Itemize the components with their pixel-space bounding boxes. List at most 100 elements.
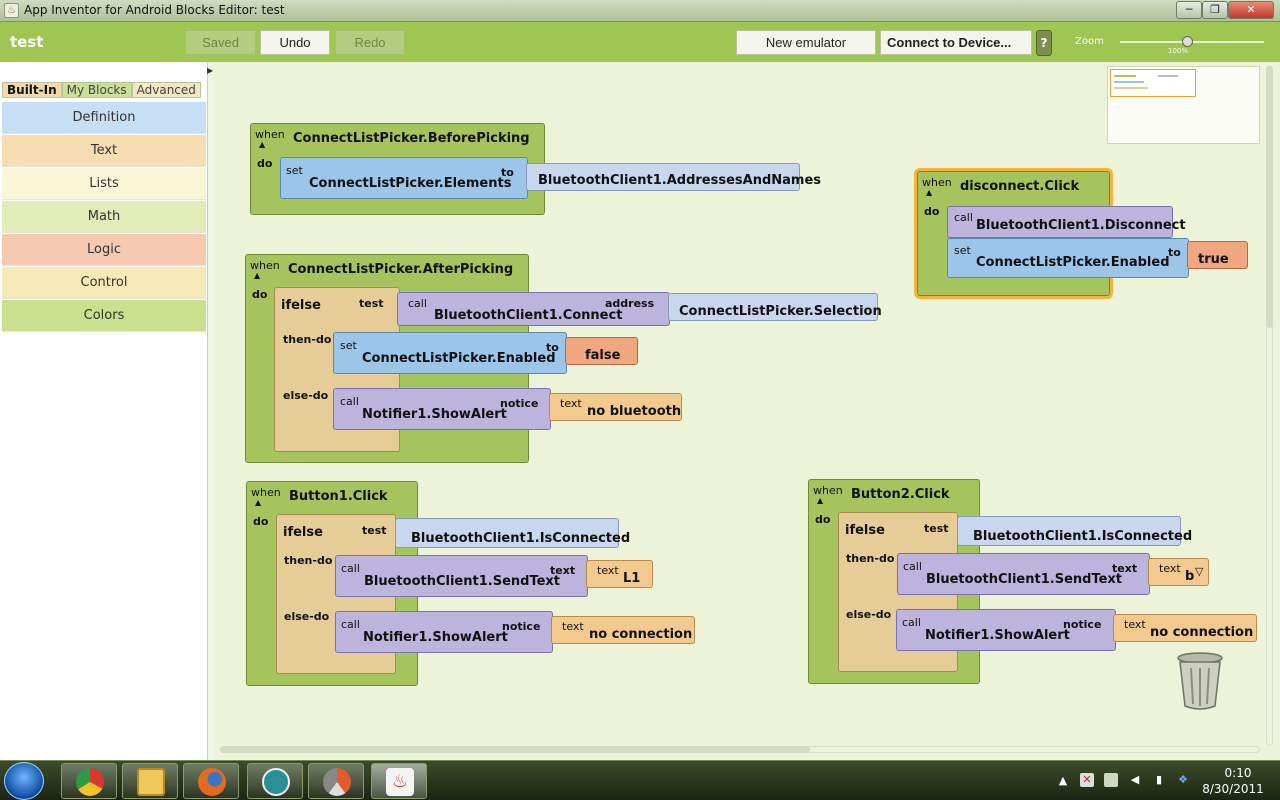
set-block-elements[interactable]: set ConnectListPicker.Elements to	[280, 157, 528, 199]
minimize-button[interactable]: ─	[1176, 1, 1202, 19]
drawer-item-lists[interactable]: Lists	[2, 168, 206, 200]
text-block-b[interactable]: text b ▽	[1148, 558, 1209, 586]
set-block-enabled[interactable]: set ConnectListPicker.Enabled to	[333, 332, 567, 374]
setter-name: ConnectListPicker.Elements	[309, 176, 512, 191]
signal-icon[interactable]: ▮	[1155, 773, 1163, 786]
call-block-show-alert[interactable]: call Notifier1.ShowAlert notice	[335, 611, 553, 653]
taskbar-item-chrome[interactable]	[61, 763, 117, 799]
maximize-button[interactable]: ❐	[1202, 1, 1228, 19]
call-block-show-alert[interactable]: call Notifier1.ShowAlert notice	[896, 609, 1116, 651]
call-block-send-text[interactable]: call BluetoothClient1.SendText text	[335, 555, 588, 597]
window-title: App Inventor for Android Blocks Editor: …	[24, 3, 285, 17]
event-name: Button1.Click	[289, 489, 388, 504]
event-name: ConnectListPicker.AfterPicking	[288, 262, 514, 277]
close-button[interactable]: ✕	[1228, 1, 1274, 19]
then-do-label: then-do	[846, 552, 895, 565]
text-value: L1	[623, 571, 641, 586]
text-label: text	[1124, 618, 1146, 631]
text-block-l1[interactable]: text L1	[586, 560, 653, 588]
workspace-minimap[interactable]	[1107, 66, 1260, 144]
text-param-label: text	[550, 564, 576, 577]
collapse-caret-icon[interactable]: ▲	[259, 140, 266, 149]
tray-expand-icon[interactable]: ▲	[1058, 774, 1068, 787]
arduino-icon	[262, 768, 290, 796]
drawer-item-logic[interactable]: Logic	[2, 234, 206, 266]
taskbar-item-explorer[interactable]	[122, 763, 178, 799]
drawer-item-colors[interactable]: Colors	[2, 300, 206, 332]
collapse-caret-icon[interactable]: ▲	[254, 271, 261, 280]
network-icon[interactable]	[1104, 773, 1118, 787]
start-orb-icon[interactable]	[4, 762, 44, 800]
text-value: no connection	[1150, 625, 1254, 640]
clock-time[interactable]: 0:10	[1224, 766, 1252, 780]
then-do-label: then-do	[283, 333, 332, 346]
drawer-collapse-icon[interactable]: ▶	[207, 66, 214, 75]
taskbar-item-arduino[interactable]	[247, 763, 303, 799]
drawer-item-control[interactable]: Control	[2, 267, 206, 299]
set-block-enabled-true[interactable]: set ConnectListPicker.Enabled to	[947, 238, 1189, 278]
method-name: BluetoothClient1.SendText	[364, 574, 561, 589]
text-label: text	[560, 397, 582, 410]
minimap-viewport[interactable]	[1110, 69, 1196, 97]
drawer-item-text[interactable]: Text	[2, 135, 206, 167]
text-block-no-connection[interactable]: text no connection	[551, 616, 695, 644]
text-block-no-bluetooth[interactable]: text no bluetooth	[549, 393, 682, 421]
call-block-disconnect[interactable]: call BluetoothClient1.Disconnect	[947, 206, 1186, 238]
text-value: no connection	[589, 627, 693, 642]
event-name: disconnect.Click	[960, 179, 1080, 194]
dropbox-icon[interactable]: ❖	[1178, 773, 1188, 786]
trash-icon[interactable]	[1176, 650, 1224, 710]
collapse-caret-icon[interactable]: ▲	[817, 496, 824, 505]
tab-my-blocks[interactable]: My Blocks	[61, 82, 132, 98]
horizontal-scrollbar[interactable]	[220, 746, 810, 753]
saved-button[interactable]: Saved	[185, 30, 256, 55]
help-icon[interactable]: ?	[1036, 30, 1052, 56]
zoom-label: Zoom	[1075, 36, 1104, 47]
zoom-slider-handle[interactable]	[1182, 36, 1193, 47]
call-label: call	[340, 395, 359, 408]
clock-date[interactable]: 8/30/2011	[1202, 782, 1264, 796]
method-name: BluetoothClient1.SendText	[926, 572, 1123, 587]
volume-icon[interactable]: ◀	[1130, 773, 1140, 786]
blocks-drawer: Built-In My Blocks Advanced Definition T…	[0, 62, 208, 760]
new-emulator-button[interactable]: New emulator	[736, 30, 876, 55]
then-do-label: then-do	[284, 554, 333, 567]
taskbar-item-media[interactable]	[308, 763, 364, 799]
connect-device-select[interactable]: Connect to Device...	[880, 30, 1032, 55]
taskbar-item-java[interactable]: ♨	[371, 763, 427, 799]
set-label: set	[340, 339, 357, 352]
undo-button[interactable]: Undo	[260, 30, 330, 55]
text-block-no-connection[interactable]: text no connection	[1113, 614, 1257, 642]
redo-button[interactable]: Redo	[335, 30, 405, 55]
flag-icon[interactable]: ✕	[1080, 773, 1094, 787]
logic-false-block[interactable]: false	[565, 337, 638, 365]
drawer-item-math[interactable]: Math	[2, 201, 206, 233]
taskbar-item-firefox[interactable]	[183, 763, 239, 799]
getter-block-is-connected[interactable]: BluetoothClient1.IsConnected	[395, 518, 630, 548]
test-label: test	[924, 522, 949, 535]
tab-advanced[interactable]: Advanced	[131, 82, 201, 98]
zoom-value: 100%	[1168, 47, 1189, 55]
call-block-connect[interactable]: call BluetoothClient1.Connect address	[397, 292, 670, 326]
dropdown-arrow-icon[interactable]: ▽	[1195, 565, 1204, 578]
getter-block-addresses[interactable]: BluetoothClient1.AddressesAndNames	[526, 163, 821, 191]
getter-block-is-connected[interactable]: BluetoothClient1.IsConnected	[957, 516, 1192, 546]
collapse-caret-icon[interactable]: ▲	[926, 188, 933, 197]
call-block-send-text[interactable]: call BluetoothClient1.SendText text	[897, 553, 1150, 595]
getter-block-selection[interactable]: ConnectListPicker.Selection	[668, 293, 882, 321]
logic-true-block[interactable]: true	[1187, 241, 1248, 269]
getter-name: BluetoothClient1.AddressesAndNames	[538, 173, 822, 188]
drawer-item-definition[interactable]: Definition	[2, 102, 206, 134]
collapse-caret-icon[interactable]: ▲	[255, 498, 262, 507]
logic-value: true	[1198, 252, 1229, 267]
call-label: call	[902, 616, 921, 629]
vertical-scrollbar[interactable]	[1266, 66, 1273, 328]
window-app-icon: ♨	[4, 3, 19, 18]
test-label: test	[362, 524, 387, 537]
call-block-show-alert[interactable]: call Notifier1.ShowAlert notice	[333, 388, 551, 430]
project-name: test	[10, 33, 44, 51]
to-label: to	[1168, 246, 1181, 259]
media-icon	[323, 768, 351, 796]
event-name: ConnectListPicker.BeforePicking	[293, 131, 530, 146]
tab-built-in[interactable]: Built-In	[2, 82, 62, 98]
